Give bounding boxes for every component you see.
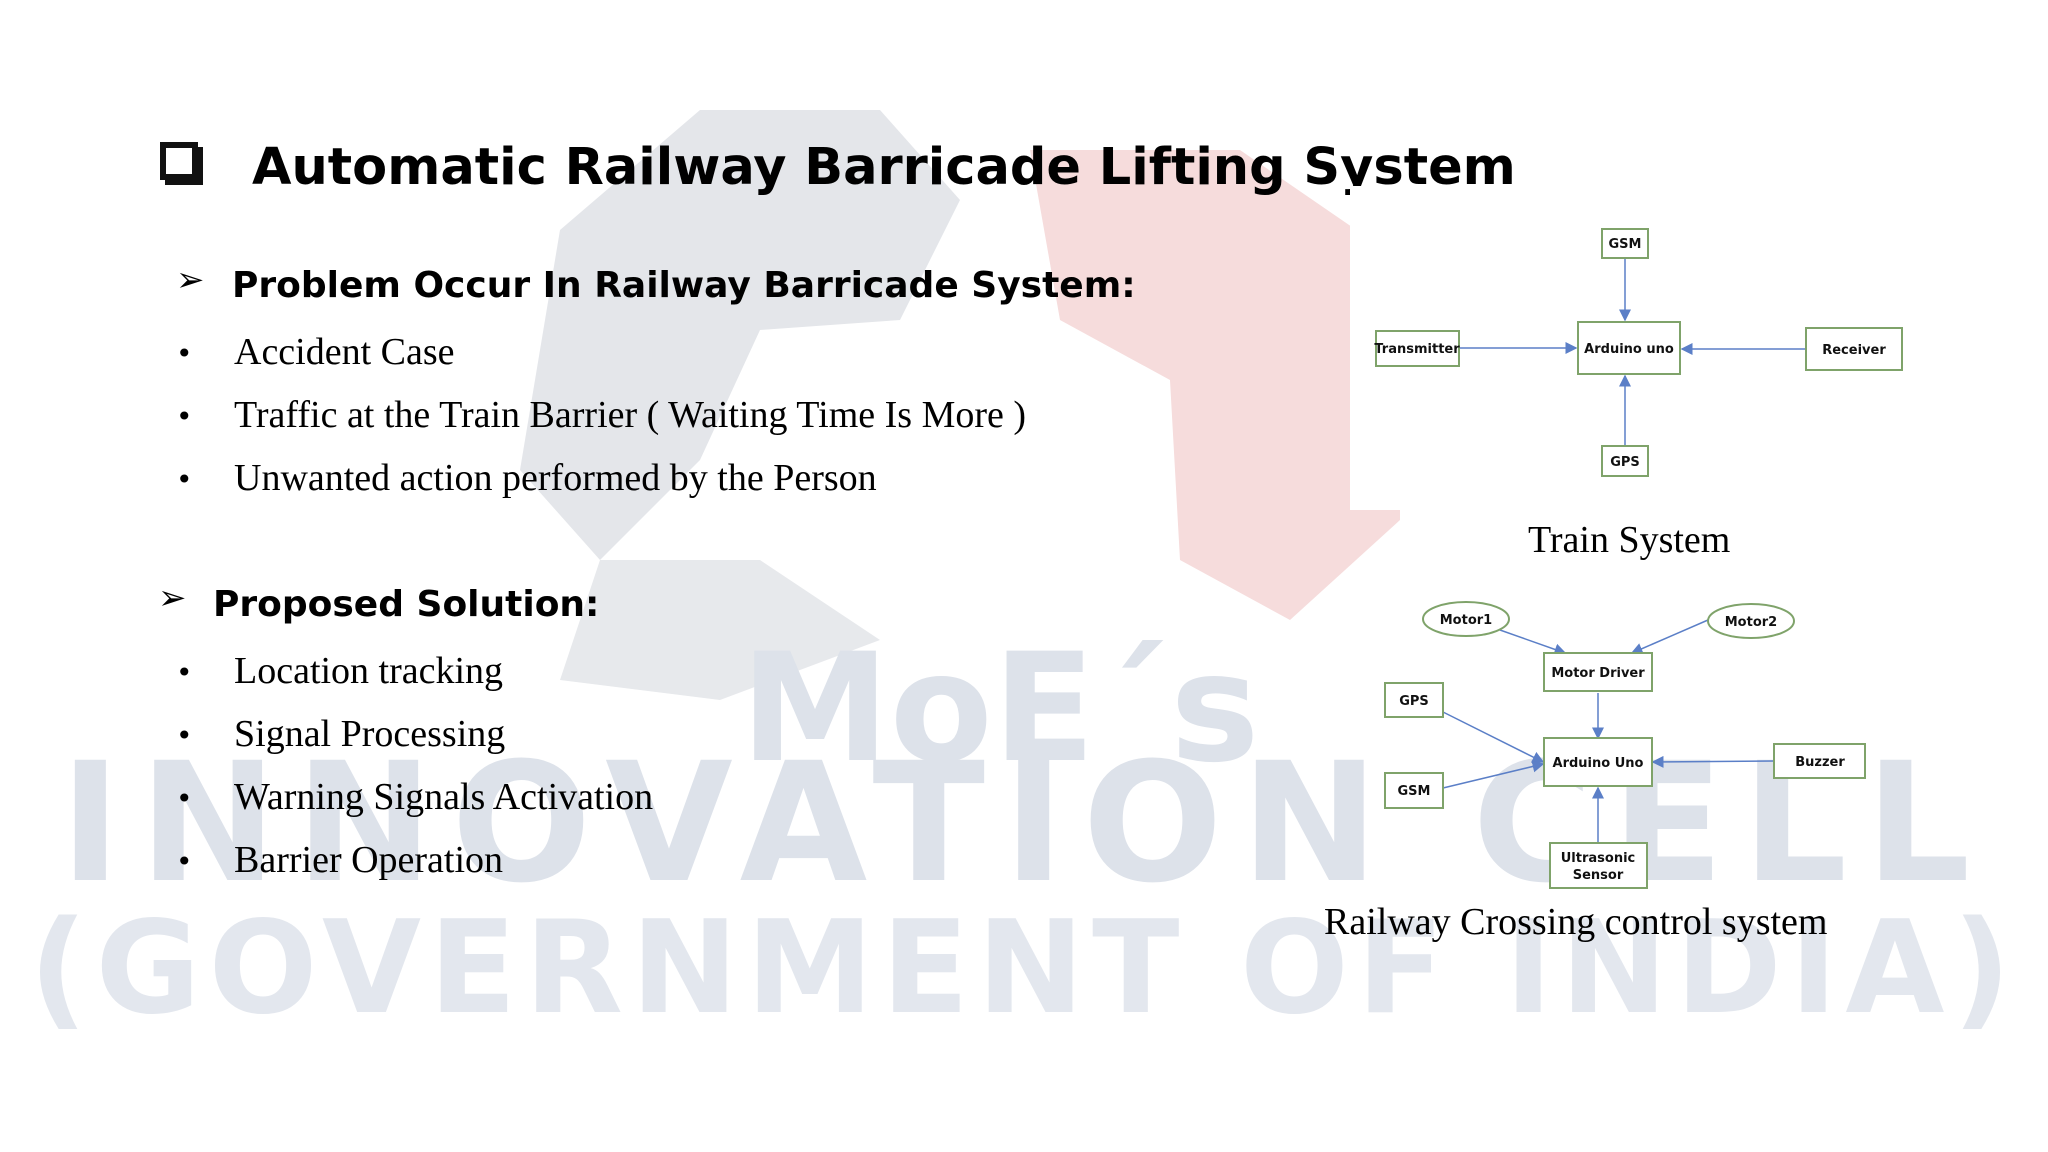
svg-text:GPS: GPS [1610,455,1640,470]
svg-text:Buzzer: Buzzer [1795,755,1845,770]
solution-item: Location tracking [234,650,504,692]
watermark-text-line3: (GOVERNMENT OF INDIA) [29,894,2019,1043]
bullet-dot-icon: • [176,719,193,752]
crossing-system-caption: Railway Crossing control system [1324,901,1828,943]
node-arduino-uno: Arduino Uno [1543,737,1653,787]
problem-heading: Problem Occur In Railway Barricade Syste… [232,265,1136,306]
edge-motor1-driver [1499,629,1567,656]
problem-item: Accident Case [234,331,455,373]
node-receiver: Receiver [1805,327,1903,371]
node-motor1: Motor1 [1422,601,1510,637]
arrow-bullet-icon: ➢ [158,578,187,618]
edge-buzzer-arduino [1651,755,1775,768]
watermark-logo [520,110,1400,700]
svg-text:Arduino uno: Arduino uno [1584,342,1674,357]
solution-item: Warning Signals Activation [234,776,654,818]
node-gps: GPS [1384,682,1444,718]
bullet-dot-icon: • [176,400,193,433]
node-transmitter: Transmitter [1374,330,1460,367]
svg-text:Ultrasonic: Ultrasonic [1561,851,1636,866]
train-system-diagram: GSM Transmitter Arduino uno Receiver GPS [1374,228,1903,477]
arrow-bullet-icon: ➢ [176,260,205,300]
train-system-caption: Train System [1528,519,1731,561]
solution-heading: Proposed Solution: [213,584,600,625]
problem-item: Traffic at the Train Barrier ( Waiting T… [234,394,1027,436]
bullet-dot-icon: • [176,656,193,689]
bullet-dot-icon: • [176,463,193,496]
node-ultrasonic-sensor: Ultrasonic Sensor [1549,842,1648,889]
slide-title: Automatic Railway Barricade Lifting Syst… [252,138,1516,197]
solution-item: Barrier Operation [234,839,504,881]
watermark-text-line1: MoE´s [740,622,1259,796]
node-gps: GPS [1601,445,1649,477]
svg-text:GSM: GSM [1398,784,1431,799]
checkbox-square-icon [160,142,198,180]
solution-item: Signal Processing [234,713,506,755]
svg-text:GPS: GPS [1399,694,1429,709]
svg-text:Motor2: Motor2 [1725,615,1777,630]
bullet-dot-icon: • [176,845,193,878]
svg-text:Arduino Uno: Arduino Uno [1553,756,1644,771]
edge-gsm-arduino [1442,760,1545,789]
edge-gps-arduino [1442,711,1545,763]
svg-text:Receiver: Receiver [1822,343,1886,358]
node-gsm: GSM [1601,228,1649,259]
node-gsm: GSM [1384,772,1444,809]
svg-text:Sensor: Sensor [1573,868,1624,883]
node-motor-driver: Motor Driver [1543,652,1653,692]
svg-text:GSM: GSM [1609,237,1642,252]
node-buzzer: Buzzer [1773,743,1866,779]
node-motor2: Motor2 [1707,603,1795,639]
bullet-dot-icon: • [176,782,193,815]
edge-motor2-driver [1630,619,1709,655]
node-arduino-uno: Arduino uno [1577,321,1681,375]
bullet-dot-icon: • [176,337,193,370]
svg-text:Motor1: Motor1 [1440,613,1492,628]
crossing-system-diagram: Motor1 Motor2 Motor Driver GPS Arduino U… [1384,601,1866,889]
problem-item: Unwanted action performed by the Person [234,457,877,499]
svg-text:Motor Driver: Motor Driver [1551,666,1645,681]
svg-text:Transmitter: Transmitter [1374,342,1460,357]
